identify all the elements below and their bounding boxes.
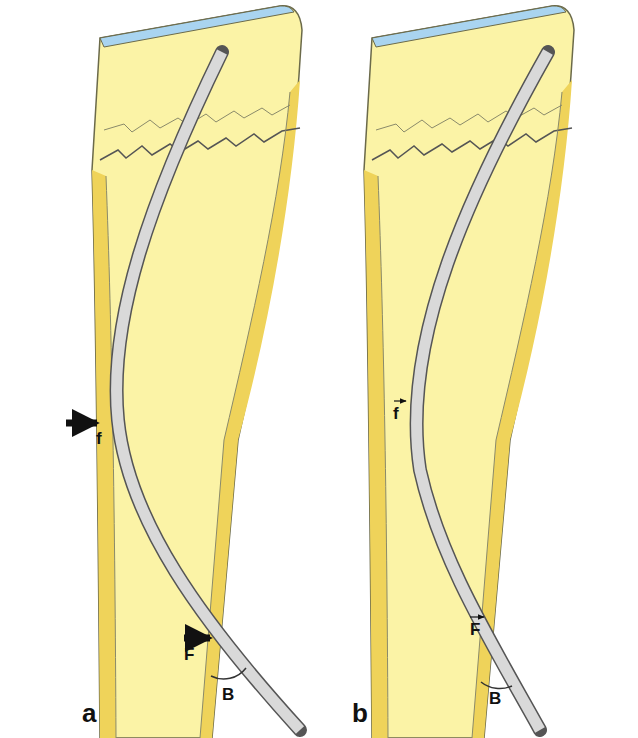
panel-label: b bbox=[352, 700, 368, 726]
angle-arc bbox=[481, 682, 512, 689]
panel-label: a bbox=[82, 700, 96, 726]
force-label: F bbox=[470, 621, 480, 638]
intramedullary-nail bbox=[417, 52, 548, 730]
force-arrow bbox=[184, 635, 210, 642]
angle-label: B bbox=[222, 686, 234, 703]
angle-label: B bbox=[489, 690, 501, 707]
nail-outline bbox=[417, 52, 548, 730]
tibia-bone bbox=[92, 6, 302, 738]
force-vector-arrow bbox=[470, 616, 484, 617]
force-label: F bbox=[184, 646, 194, 663]
angle-arc bbox=[211, 668, 246, 679]
nail-outline bbox=[117, 52, 300, 730]
force-arrow bbox=[66, 420, 97, 427]
intramedullary-nail bbox=[117, 52, 300, 730]
force-label: f bbox=[96, 430, 102, 447]
force-vector-arrow bbox=[394, 400, 406, 401]
force-label: f bbox=[393, 405, 399, 422]
tibia-bone bbox=[364, 6, 574, 738]
